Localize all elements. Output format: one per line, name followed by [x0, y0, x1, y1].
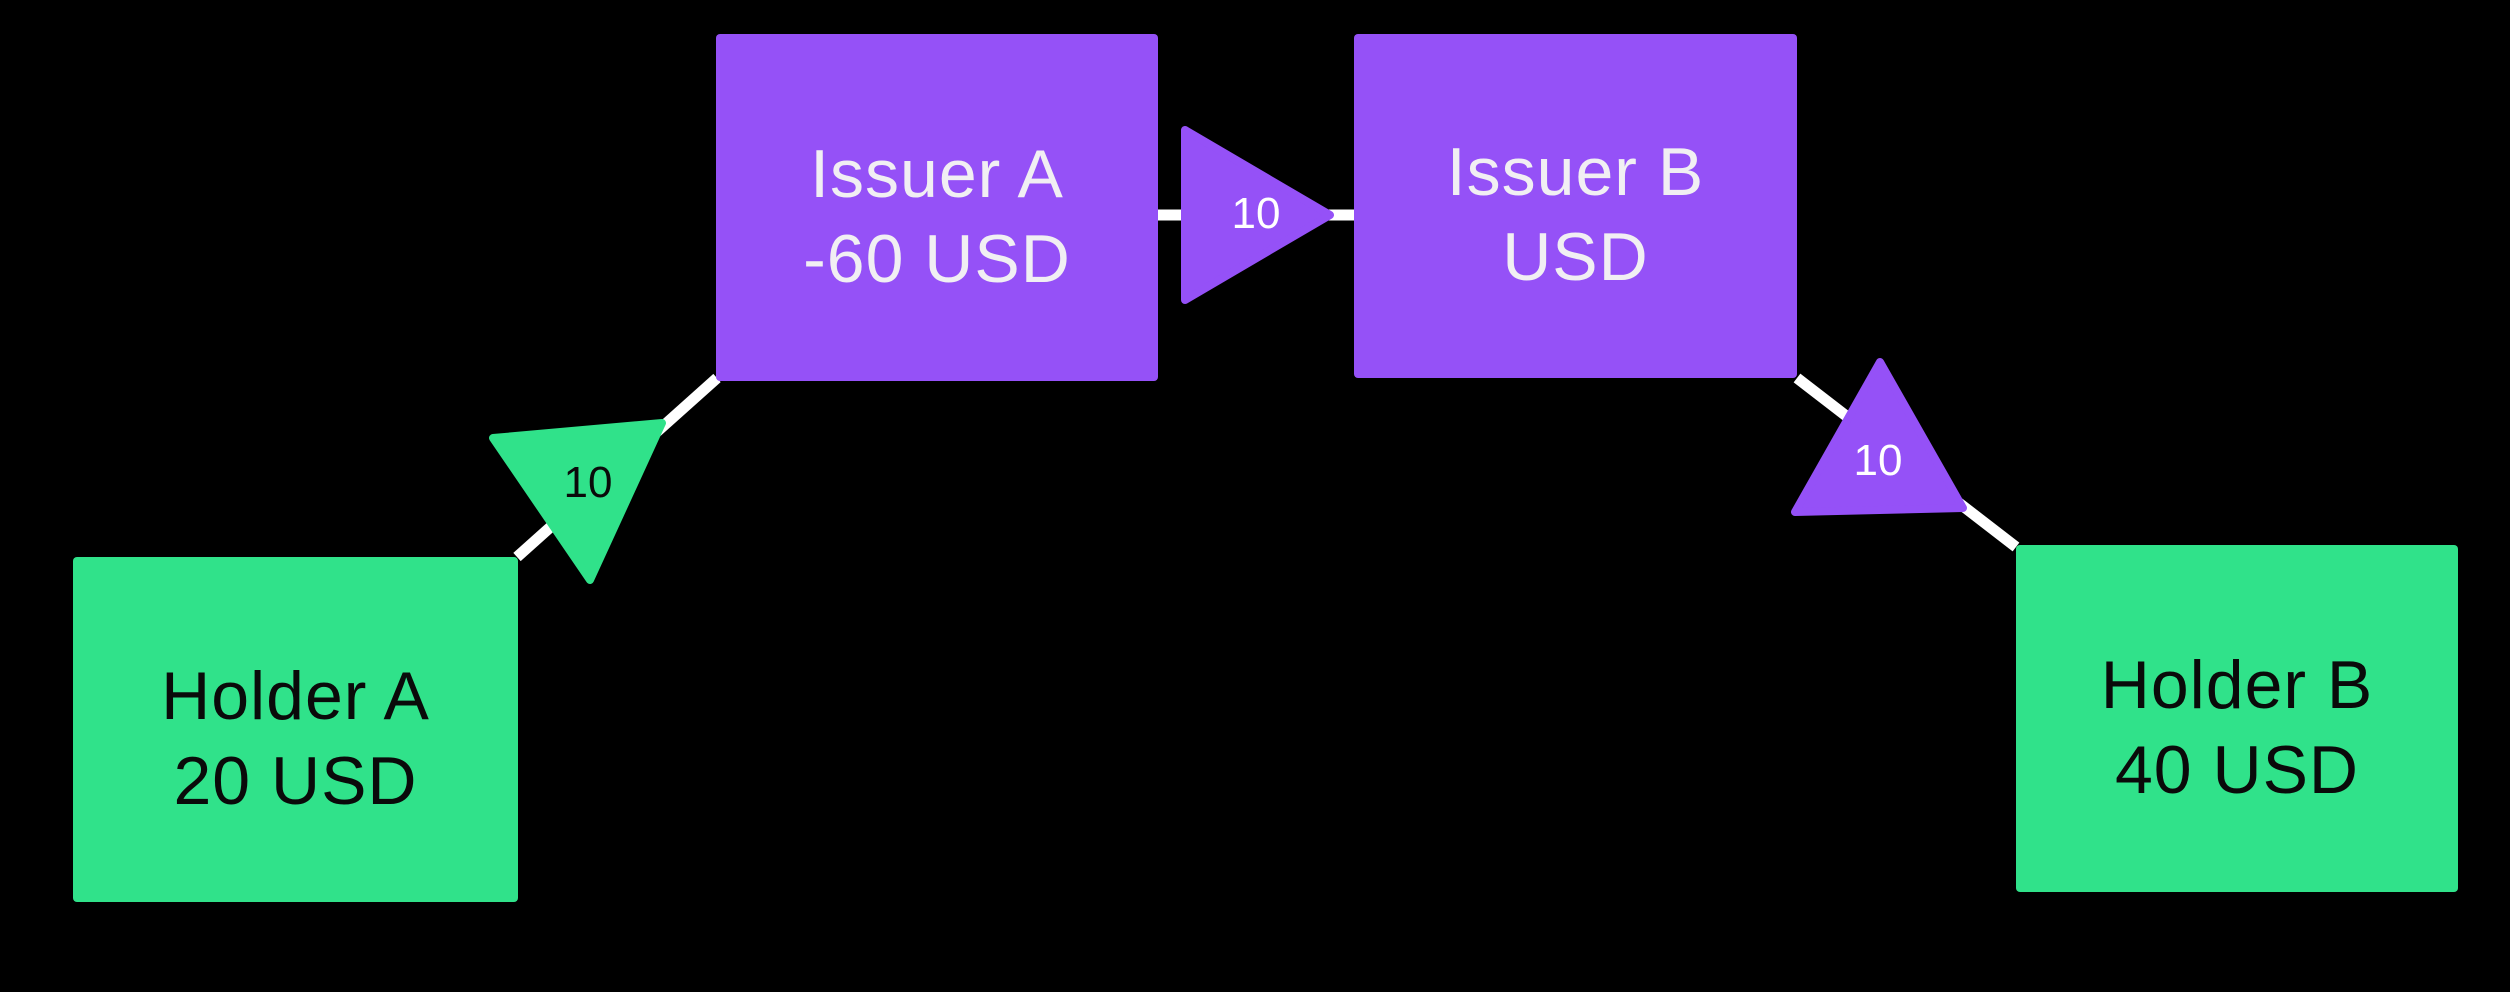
- node-title: Issuer B: [1446, 134, 1705, 210]
- node-balance: 40 USD: [2114, 731, 2360, 808]
- node-balance: -60 USD: [803, 220, 1071, 297]
- edge-amount-label: 10: [564, 458, 613, 507]
- node-balance: 20 USD: [173, 742, 418, 819]
- arrowhead-right-icon: [1181, 126, 1334, 304]
- edge-amount-label: 10: [1232, 189, 1281, 238]
- arrowhead-up-icon: [1791, 358, 1967, 516]
- node-issuer-b: Issuer B USD: [1354, 34, 1797, 378]
- node-balance: USD: [1502, 219, 1649, 295]
- node-title: Holder B: [2100, 646, 2374, 723]
- node-title: Issuer A: [810, 135, 1064, 212]
- edge-amount-label: 10: [1854, 436, 1903, 485]
- node-title: Holder A: [161, 657, 430, 734]
- arrowhead-down-icon: [489, 419, 666, 584]
- node-issuer-a: Issuer A -60 USD: [716, 34, 1158, 381]
- node-holder-a: Holder A 20 USD: [73, 557, 518, 902]
- node-holder-b: Holder B 40 USD: [2016, 545, 2458, 892]
